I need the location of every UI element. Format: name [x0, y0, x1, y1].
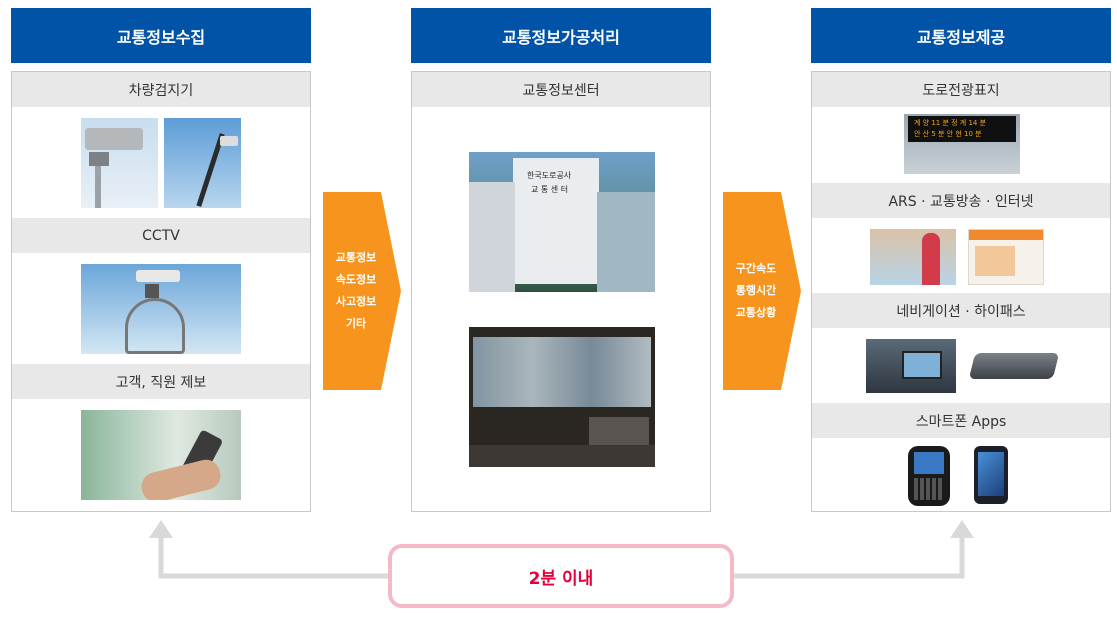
arrowhead-up-right [950, 520, 974, 538]
section-ars-broadcast-internet: ARS · 교통방송 · 인터넷 [812, 183, 1110, 218]
section-smartphone-apps: 스마트폰 Apps [812, 403, 1110, 438]
building-sign-1: 한국도로공사 [527, 171, 572, 180]
navigation-photo [866, 339, 956, 393]
traffic-center-building-photo: 한국도로공사 교 통 센 터 [469, 152, 655, 292]
vehicle-detector-photo-2 [164, 118, 241, 208]
section-cctv: CCTV [12, 218, 310, 253]
smartphone-report-photo [81, 410, 241, 500]
hipass-device-photo [968, 347, 1060, 387]
feedback-line [734, 534, 965, 579]
time-limit-pill: 2분 이내 [388, 544, 734, 608]
vehicle-detector-photo-1 [81, 118, 158, 208]
arrow2-line: 구간속도 [735, 262, 777, 275]
arrow2-line: 통행시간 [735, 284, 777, 297]
cctv-photo [81, 264, 241, 354]
control-room-photo [469, 327, 655, 467]
vms-sign-photo: 계 양 11 분 정 계 14 분 안 산 5 분 안 현 10 분 [904, 114, 1020, 174]
processing-header: 교통정보가공처리 [411, 8, 711, 63]
arrow1-line: 사고정보 [335, 295, 377, 308]
flow-arrow-1: 교통정보 속도정보 사고정보 기타 [323, 192, 401, 390]
section-navigation-hipass: 네비게이션 · 하이패스 [812, 293, 1110, 328]
feedback-line [158, 534, 388, 579]
section-traffic-center: 교통정보센터 [412, 72, 710, 107]
building-sign-2: 교 통 센 터 [531, 185, 569, 194]
section-vehicle-detector: 차량검지기 [12, 72, 310, 107]
website-photo [968, 229, 1044, 285]
processing-panel: 교통정보센터 한국도로공사 교 통 센 터 [411, 71, 711, 512]
broadcast-photo [870, 229, 956, 285]
arrow1-line: 속도정보 [335, 273, 377, 286]
section-report: 고객, 직원 제보 [12, 364, 310, 399]
vms-text-1: 계 양 11 분 정 계 14 분 [914, 119, 987, 127]
flow-arrow-2: 구간속도 통행시간 교통상황 [723, 192, 801, 390]
arrow2-line: 교통상황 [735, 306, 777, 319]
blackberry-phone-photo [908, 446, 950, 506]
collection-panel: 차량검지기 CCTV 고객, 직원 제보 [11, 71, 311, 512]
collection-header: 교통정보수집 [11, 8, 311, 63]
touch-phone-photo [974, 446, 1008, 504]
vms-text-2: 안 산 5 분 안 현 10 분 [914, 130, 982, 138]
provision-header: 교통정보제공 [811, 8, 1111, 63]
arrow1-line: 교통정보 [335, 251, 377, 264]
provision-panel: 도로전광표지 계 양 11 분 정 계 14 분 안 산 5 분 안 현 10 … [811, 71, 1111, 512]
section-vms: 도로전광표지 [812, 72, 1110, 107]
arrowhead-up-left [149, 520, 173, 538]
arrow1-line: 기타 [345, 317, 367, 330]
